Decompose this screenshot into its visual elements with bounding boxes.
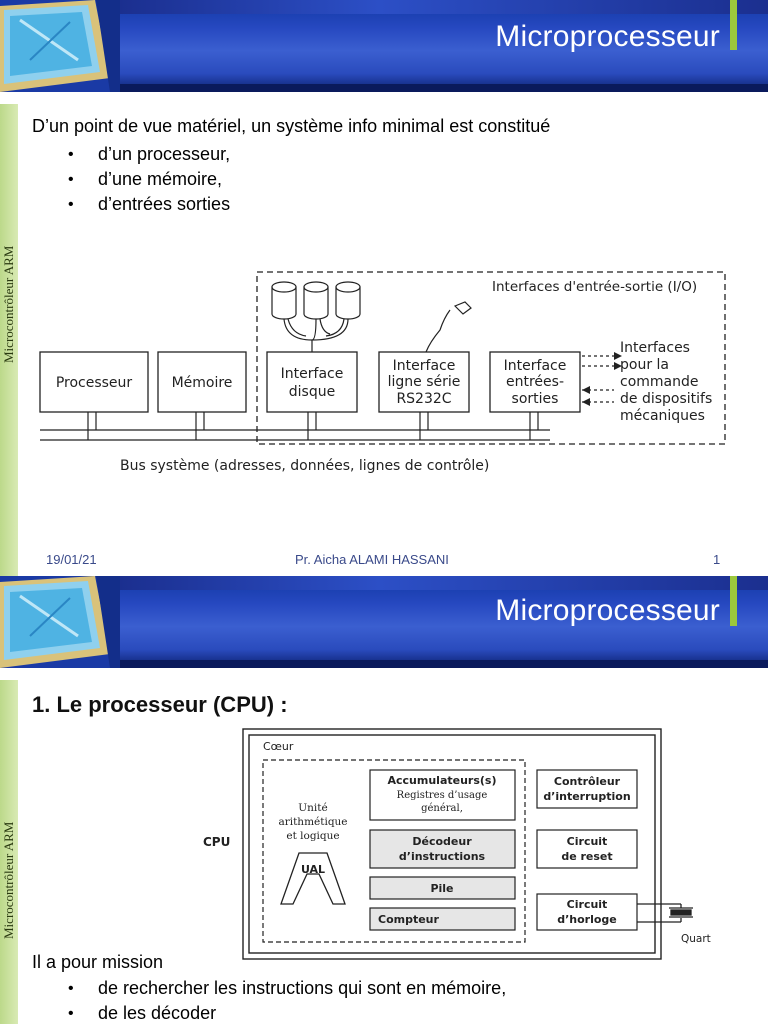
svg-text:de reset: de reset bbox=[561, 850, 612, 863]
svg-text:d’horloge: d’horloge bbox=[557, 913, 617, 926]
box-controleur bbox=[536, 769, 638, 809]
box-pile bbox=[369, 876, 516, 900]
svg-text:de dispositifs: de dispositifs bbox=[620, 391, 712, 407]
quartz-icon bbox=[637, 903, 693, 923]
svg-text:d’instructions: d’instructions bbox=[399, 850, 486, 863]
svg-text:Pile: Pile bbox=[430, 882, 453, 895]
svg-text:Contrôleur: Contrôleur bbox=[554, 775, 621, 788]
io-dashed-area bbox=[256, 271, 726, 445]
list-item: d’un processeur, bbox=[68, 142, 230, 167]
slide-2: Microprocesseur Microcontrôleur ARM 1. L… bbox=[0, 576, 768, 1024]
cpu-label: CPU bbox=[203, 835, 230, 849]
box-interface-serie bbox=[378, 351, 470, 413]
header-stripe bbox=[120, 0, 768, 14]
box-interface-disque bbox=[266, 351, 358, 413]
svg-text:ligne série: ligne série bbox=[388, 374, 461, 390]
footer-date: 19/01/21 bbox=[46, 552, 97, 567]
svg-text:Décodeur: Décodeur bbox=[412, 835, 472, 848]
svg-text:Interface: Interface bbox=[393, 358, 456, 374]
box-reset bbox=[536, 829, 638, 869]
svg-text:Unité: Unité bbox=[298, 802, 327, 814]
slide-header: Microprocesseur bbox=[0, 0, 768, 92]
svg-text:sorties: sorties bbox=[512, 391, 559, 407]
svg-text:Processeur: Processeur bbox=[56, 375, 133, 391]
svg-text:entrées-: entrées- bbox=[506, 374, 564, 390]
section-heading: 1. Le processeur (CPU) : bbox=[32, 692, 288, 717]
header-band bbox=[120, 0, 768, 92]
list-item: de rechercher les instructions qui sont … bbox=[68, 976, 506, 1001]
io-label: Interfaces d'entrée-sortie (I/O) bbox=[492, 279, 697, 295]
header-band bbox=[120, 576, 768, 668]
connector-icon bbox=[425, 301, 472, 353]
slide-title: Microprocesseur bbox=[495, 594, 720, 627]
header-bottom-bar bbox=[120, 84, 768, 92]
svg-text:commande: commande bbox=[620, 374, 699, 390]
list-item: d’entrées sorties bbox=[68, 192, 230, 217]
svg-text:et logique: et logique bbox=[286, 830, 339, 842]
svg-text:Circuit: Circuit bbox=[567, 898, 608, 911]
svg-text:général,: général, bbox=[421, 803, 463, 814]
side-band: Microcontrôleur ARM bbox=[0, 680, 18, 1024]
bus-label: Bus système (adresses, données, lignes d… bbox=[120, 458, 489, 474]
slide-1: Microprocesseur Microcontrôleur ARM D’un… bbox=[0, 0, 768, 576]
svg-text:disque: disque bbox=[289, 384, 335, 400]
disk-icon bbox=[271, 281, 361, 352]
box-memoire bbox=[157, 351, 247, 413]
footer-page-number: 1 bbox=[713, 552, 721, 567]
box-compteur bbox=[369, 907, 516, 931]
list-item: de les décoder bbox=[68, 1001, 506, 1024]
intro-text: D’un point de vue matériel, un système i… bbox=[32, 116, 551, 136]
mission-text: Il a pour mission bbox=[32, 952, 164, 972]
svg-text:pour la: pour la bbox=[620, 357, 669, 373]
box-accumulateurs bbox=[369, 769, 516, 821]
side-label: Microcontrôleur ARM bbox=[1, 821, 16, 939]
svg-text:Compteur: Compteur bbox=[378, 913, 440, 926]
list-item: d’une mémoire, bbox=[68, 167, 230, 192]
coeur-label: Cœur bbox=[263, 740, 294, 753]
svg-text:Accumulateurs(s): Accumulateurs(s) bbox=[388, 774, 497, 787]
cpu-diagram: Cœur CPU Unité arithmétique et logique U… bbox=[203, 728, 711, 960]
svg-text:arithmétique: arithmétique bbox=[278, 816, 347, 828]
monitor-icon bbox=[0, 576, 120, 668]
bullet-list: de rechercher les instructions qui sont … bbox=[68, 976, 506, 1024]
svg-text:UAL: UAL bbox=[301, 863, 325, 876]
coeur-area bbox=[262, 759, 526, 943]
system-bus bbox=[40, 412, 550, 441]
monitor-icon bbox=[0, 0, 120, 92]
ual-shape bbox=[280, 852, 346, 905]
side-label: Microcontrôleur ARM bbox=[1, 245, 16, 363]
box-decodeur bbox=[369, 829, 516, 869]
header-bottom-bar bbox=[120, 660, 768, 668]
header-accent-bar bbox=[730, 0, 737, 50]
header-stripe bbox=[120, 576, 768, 590]
svg-text:Interface: Interface bbox=[504, 358, 567, 374]
bullet-list: d’un processeur, d’une mémoire, d’entrée… bbox=[68, 142, 230, 217]
svg-text:Circuit: Circuit bbox=[567, 835, 608, 848]
box-interface-es bbox=[489, 351, 581, 413]
slide-title: Microprocesseur bbox=[495, 20, 720, 53]
svg-text:RS232C: RS232C bbox=[396, 391, 451, 407]
svg-text:Interfaces: Interfaces bbox=[620, 340, 690, 356]
side-band: Microcontrôleur ARM bbox=[0, 104, 18, 576]
system-diagram: Interfaces d'entrée-sortie (I/O) Process… bbox=[39, 271, 726, 474]
svg-text:mécaniques: mécaniques bbox=[620, 408, 705, 424]
box-horloge bbox=[536, 893, 638, 931]
slide-header: Microprocesseur bbox=[0, 576, 768, 668]
header-accent-bar bbox=[730, 576, 737, 626]
svg-text:Registres d’usage: Registres d’usage bbox=[397, 790, 488, 801]
svg-text:Interface: Interface bbox=[281, 366, 344, 382]
svg-text:d’interruption: d’interruption bbox=[543, 790, 630, 803]
svg-text:Mémoire: Mémoire bbox=[172, 375, 233, 391]
quart-label: Quart bbox=[681, 933, 711, 945]
io-arrows bbox=[582, 355, 614, 403]
footer-author: Pr. Aicha ALAMI HASSANI bbox=[295, 552, 449, 567]
box-processeur bbox=[39, 351, 149, 413]
